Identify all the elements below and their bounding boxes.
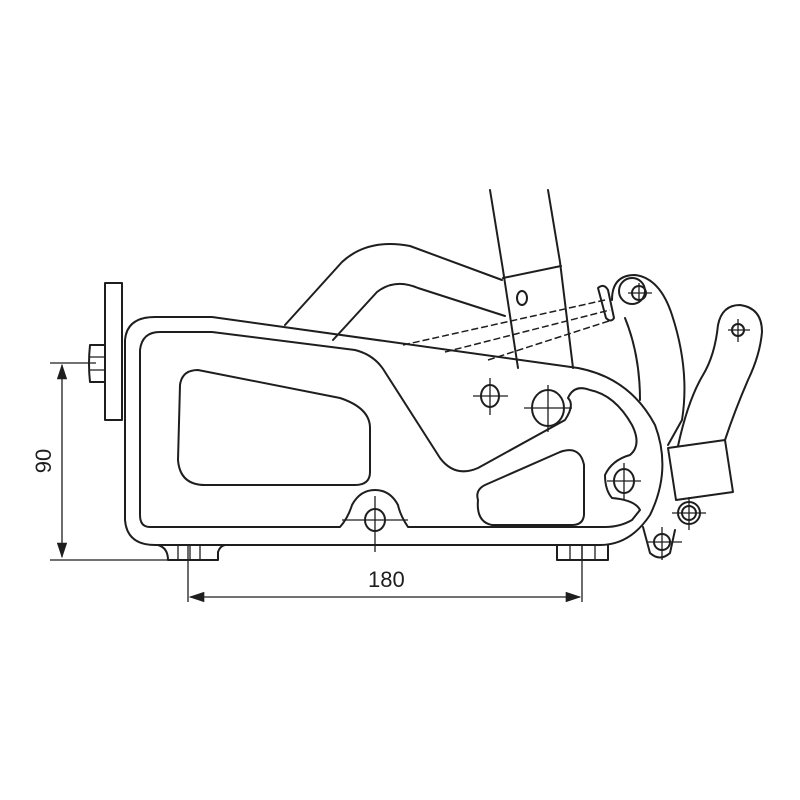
hidden-pins <box>402 284 615 361</box>
hole <box>524 385 572 432</box>
feet <box>157 544 609 561</box>
height-dimension-label: 90 <box>31 448 57 474</box>
arch-bracket <box>284 243 506 341</box>
hole <box>628 283 652 303</box>
hole <box>516 290 528 306</box>
mounting-plate <box>88 282 123 421</box>
hole <box>642 526 682 560</box>
hole <box>672 497 706 530</box>
hole <box>342 496 408 552</box>
dimension-width <box>187 545 583 603</box>
hole <box>473 378 508 415</box>
lever-arm <box>611 274 686 446</box>
handle <box>489 189 574 369</box>
holes <box>342 283 750 560</box>
hole <box>728 319 750 342</box>
dimension-height <box>50 362 168 561</box>
clamp-body <box>124 316 664 546</box>
width-dimension-label: 180 <box>368 567 405 592</box>
hole <box>607 463 641 500</box>
flag-arm <box>667 304 763 501</box>
